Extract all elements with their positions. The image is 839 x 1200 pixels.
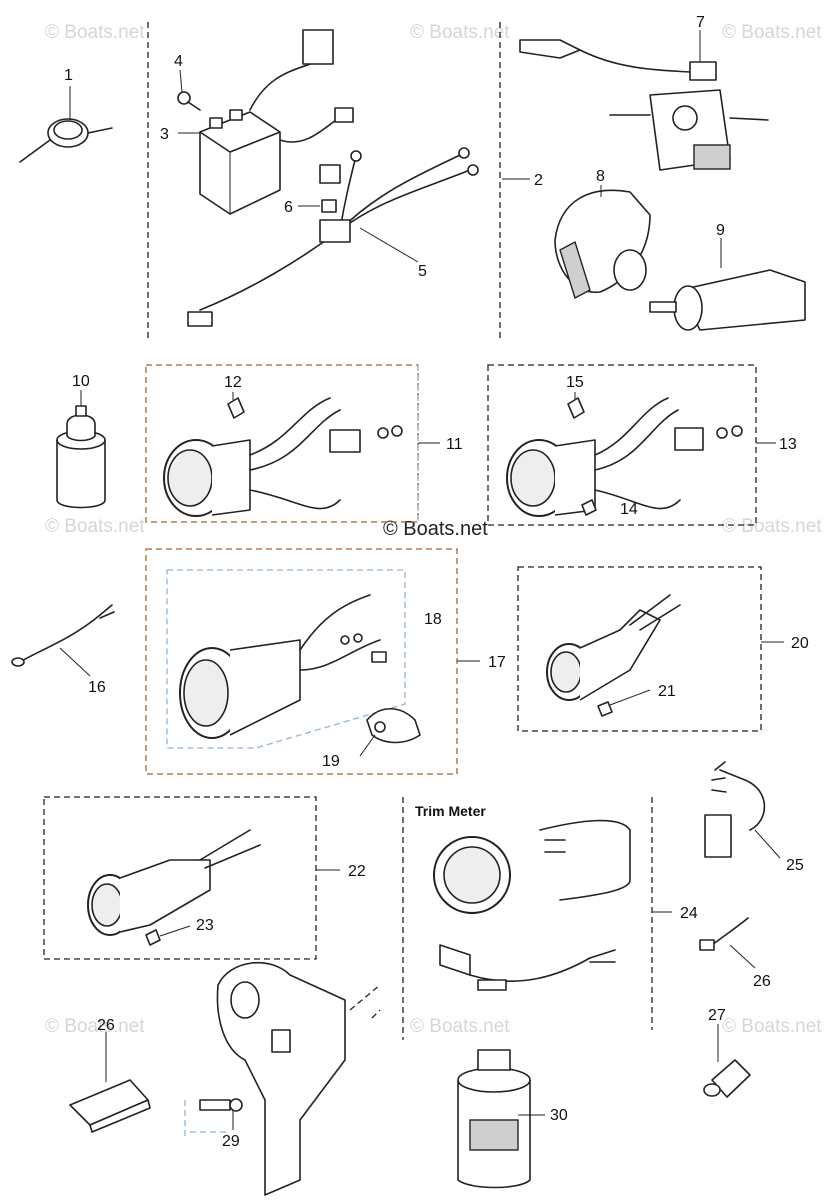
callout-16: 16 [88,679,106,696]
part-22-gauge [87,829,261,936]
callout-29: 29 [222,1133,240,1150]
part-26-pad [69,1079,151,1133]
trim-meter-heading: Trim Meter [415,803,486,819]
part-19-clip [366,707,421,744]
callout-7: 7 [696,14,705,31]
box-29 [184,1100,230,1140]
callout-numbers: 1 2 3 4 5 6 7 8 9 10 11 12 13 14 15 16 1… [64,14,809,1150]
callout-25: 25 [786,857,804,874]
callout-10: 10 [72,373,90,390]
callout-24: 24 [680,905,698,922]
part-20-gauge [546,594,681,701]
part-13-gauge [506,397,743,517]
part-27-fitting [703,1059,751,1098]
part-10-can [56,405,106,509]
callout-2: 2 [534,172,543,189]
part-30-bottle [457,1049,531,1189]
watermark-text: © Boats.net [45,22,145,43]
watermark-text: © Boats.net [722,1016,822,1037]
callout-26: 26 [753,973,771,990]
watermarks: © Boats.net © Boats.net © Boats.net © Bo… [45,22,822,1037]
part-14-bulb [581,499,597,516]
box-29-bracket [349,984,381,1019]
part-3-rectifier [199,109,281,215]
part-21-bulb [597,701,613,717]
callout-19: 19 [322,753,340,770]
box-20 [517,566,762,732]
callout-11: 11 [446,436,463,453]
part-29-bracket [199,961,346,1196]
part-16-lead [11,604,115,667]
part-8-cover [554,189,651,300]
callout-3: 3 [160,126,169,143]
box-13 [487,364,757,526]
box-22 [43,796,317,960]
callout-30: 30 [550,1107,568,1124]
callout-27: 27 [708,1007,726,1024]
part-12-bulb [227,397,245,419]
watermark-text: © Boats.net [410,22,510,43]
watermark-text: © Boats.net [45,516,145,537]
part-15-bulb [567,397,585,419]
callout-15: 15 [566,374,584,391]
part-1-spring [19,118,113,163]
callout-22: 22 [348,863,366,880]
part-11-gauge [163,397,403,517]
part-24-trim-meter [433,819,631,991]
callout-18: 18 [424,611,442,628]
callout-14: 14 [620,501,638,518]
part-5-harness [187,29,479,327]
callout-9: 9 [716,222,725,239]
callout-8: 8 [596,168,605,185]
part-18-gauge [179,594,387,739]
callout-1: 1 [64,67,73,84]
watermark-text: © Boats.net [45,1016,145,1037]
watermark-text: © Boats.net [722,22,822,43]
group-outlines [43,22,762,1140]
callout-12: 12 [224,374,242,391]
part-6-relay [319,164,341,213]
callout-4: 4 [174,53,183,70]
callout-6: 6 [284,199,293,216]
callout-13: 13 [779,436,797,453]
center-watermark: © Boats.net [383,518,488,540]
watermark-text: © Boats.net [410,1016,510,1037]
part-23-bulb [145,929,161,946]
part-7-switch [519,39,769,171]
leader-lines [59,30,784,1130]
callout-21: 21 [658,683,676,700]
callout-17: 17 [488,654,506,671]
callout-26: 26 [97,1017,115,1034]
part-9-tube [649,269,806,331]
part-4-bolt [177,91,201,111]
callout-5: 5 [418,263,427,280]
callout-23: 23 [196,917,214,934]
part-25-connector [704,761,766,858]
watermark-text: © Boats.net [722,516,822,537]
callout-20: 20 [791,635,809,652]
part-26-plug [699,917,749,951]
